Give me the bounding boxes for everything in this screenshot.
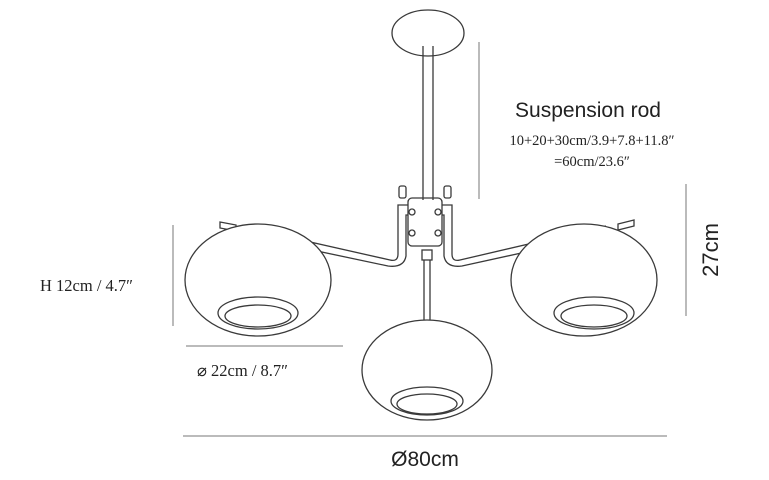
- suspension-title: Suspension rod: [515, 99, 661, 122]
- center-drop-stem: [421, 249, 433, 330]
- drop-height-label: 27cm: [698, 223, 723, 277]
- arm-pins: [398, 185, 452, 199]
- shade-height-label: H 12cm / 4.7″: [40, 276, 133, 295]
- suspension-detail-line1: 10+20+30cm/3.9+7.8+11.8″: [509, 133, 674, 149]
- right-glass-shade: [510, 223, 658, 337]
- ceiling-canopy: [391, 9, 465, 57]
- suspension-detail-line2: =60cm/23.6″: [554, 154, 630, 170]
- central-hub: [407, 197, 443, 247]
- center-glass-shade: [361, 319, 493, 421]
- overall-diameter-label: Ø80cm: [391, 448, 459, 471]
- suspension-rod: [422, 46, 434, 200]
- left-glass-shade: [184, 223, 332, 337]
- shade-diameter-label: ⌀ 22cm / 8.7″: [197, 361, 288, 380]
